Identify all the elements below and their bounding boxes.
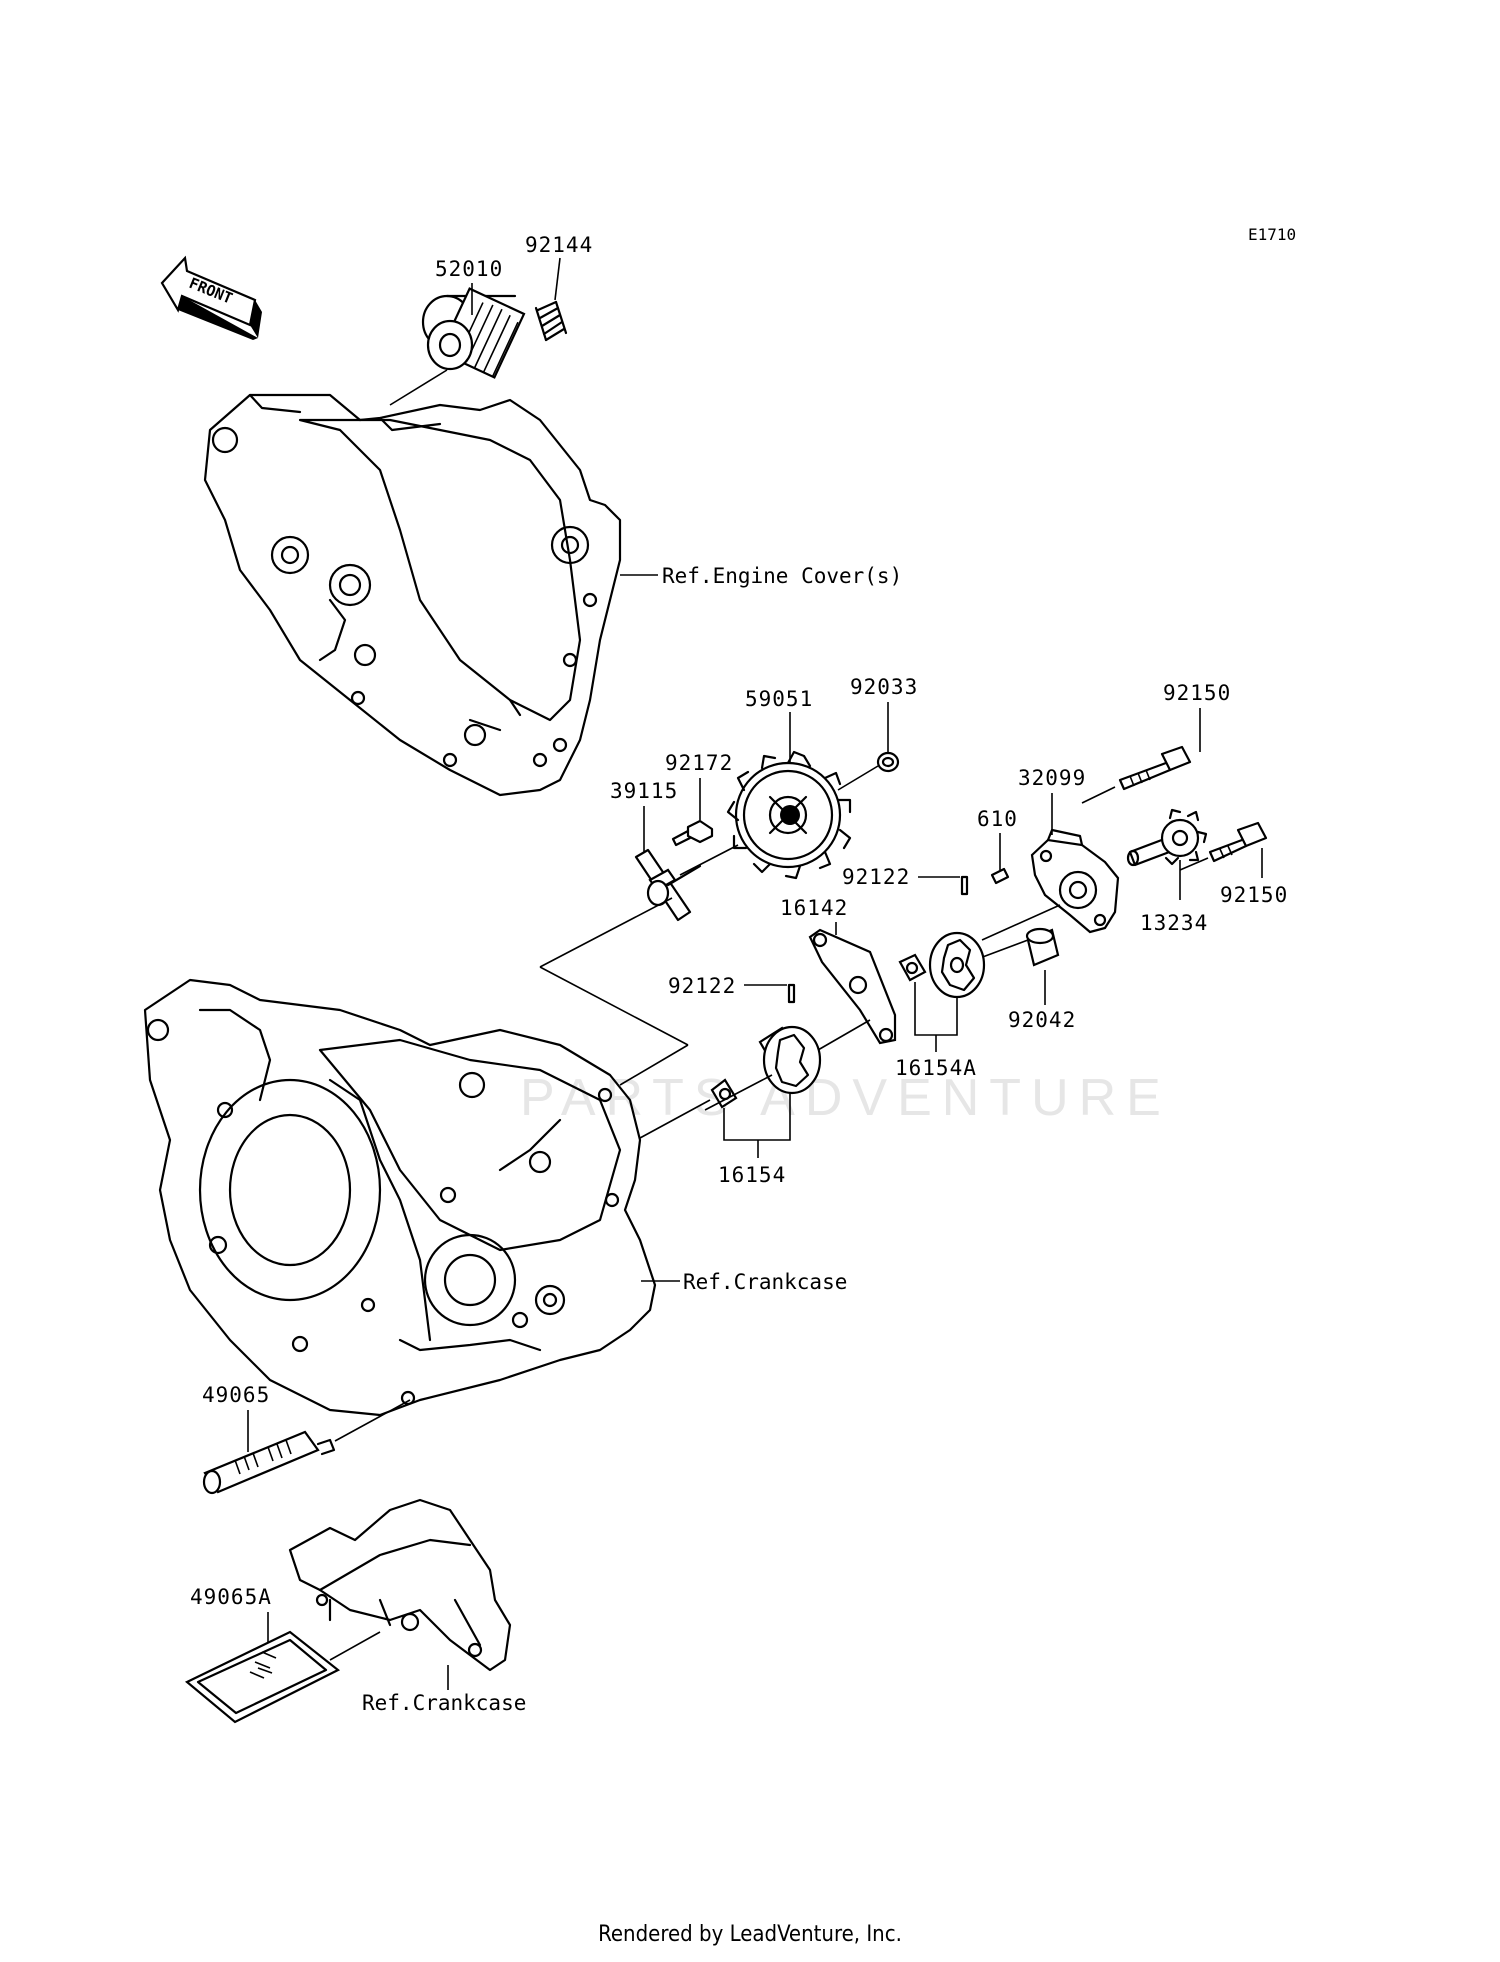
collar-92042-part [1025, 927, 1060, 967]
label-92172: 92172 [665, 751, 733, 775]
screen-49065A-part [184, 1630, 341, 1724]
label-92150-upper: 92150 [1163, 681, 1231, 705]
rotor-16154-part [758, 1025, 822, 1095]
diagram-code: E1710 [1248, 225, 1296, 244]
oil-filter-part [421, 287, 526, 379]
ref-engine-cover: Ref.Engine Cover(s) [662, 564, 902, 588]
label-92042: 92042 [1008, 1008, 1076, 1032]
screen-49065-part [202, 1430, 336, 1495]
footer-credit: Rendered by LeadVenture, Inc. [598, 1922, 902, 1947]
bolt-92150-upper-part [1118, 745, 1192, 791]
label-16154: 16154 [718, 1163, 786, 1187]
rotor-key-16154-part [710, 1078, 738, 1109]
dowel-610-part [990, 867, 1010, 885]
label-92150-lower: 92150 [1220, 883, 1288, 907]
shaft-13234-part [1126, 808, 1208, 867]
spring-part [534, 300, 568, 342]
label-92122-lower: 92122 [668, 974, 736, 998]
circlip-part [876, 751, 900, 773]
ref-crankcase-sub: Ref.Crankcase [362, 1691, 526, 1715]
pump-cover-part [1030, 828, 1120, 934]
label-610: 610 [977, 807, 1018, 831]
label-49065: 49065 [202, 1383, 270, 1407]
front-arrow-icon: FRONT [160, 255, 262, 340]
bracket-39115-part [634, 848, 702, 922]
screw-92172-part [671, 819, 714, 847]
crankcase-part [143, 978, 657, 1417]
label-32099: 32099 [1018, 766, 1086, 790]
rotor-16154A-part [928, 931, 986, 999]
label-59051: 59051 [745, 687, 813, 711]
label-13234: 13234 [1140, 911, 1208, 935]
bolt-92150-lower-part [1208, 821, 1268, 863]
pin-92122-upper-part [960, 875, 969, 896]
ref-crankcase-main: Ref.Crankcase [683, 1270, 847, 1294]
crankcase-section-part [288, 1498, 512, 1672]
label-49065A: 49065A [190, 1585, 272, 1609]
label-52010: 52010 [435, 257, 503, 281]
rotor-key-16154A-part [898, 953, 927, 982]
label-92122-upper: 92122 [842, 865, 910, 889]
label-39115: 39115 [610, 779, 678, 803]
pin-92122-lower-part [787, 983, 796, 1004]
label-92033: 92033 [850, 675, 918, 699]
label-92144: 92144 [525, 233, 593, 257]
plate-16142-part [808, 928, 897, 1045]
label-16154A: 16154A [895, 1056, 977, 1080]
pump-gear-part [726, 750, 852, 880]
label-16142: 16142 [780, 896, 848, 920]
engine-cover-part [203, 393, 622, 797]
watermark-text: PARTS ADVENTURE [520, 1069, 1171, 1127]
